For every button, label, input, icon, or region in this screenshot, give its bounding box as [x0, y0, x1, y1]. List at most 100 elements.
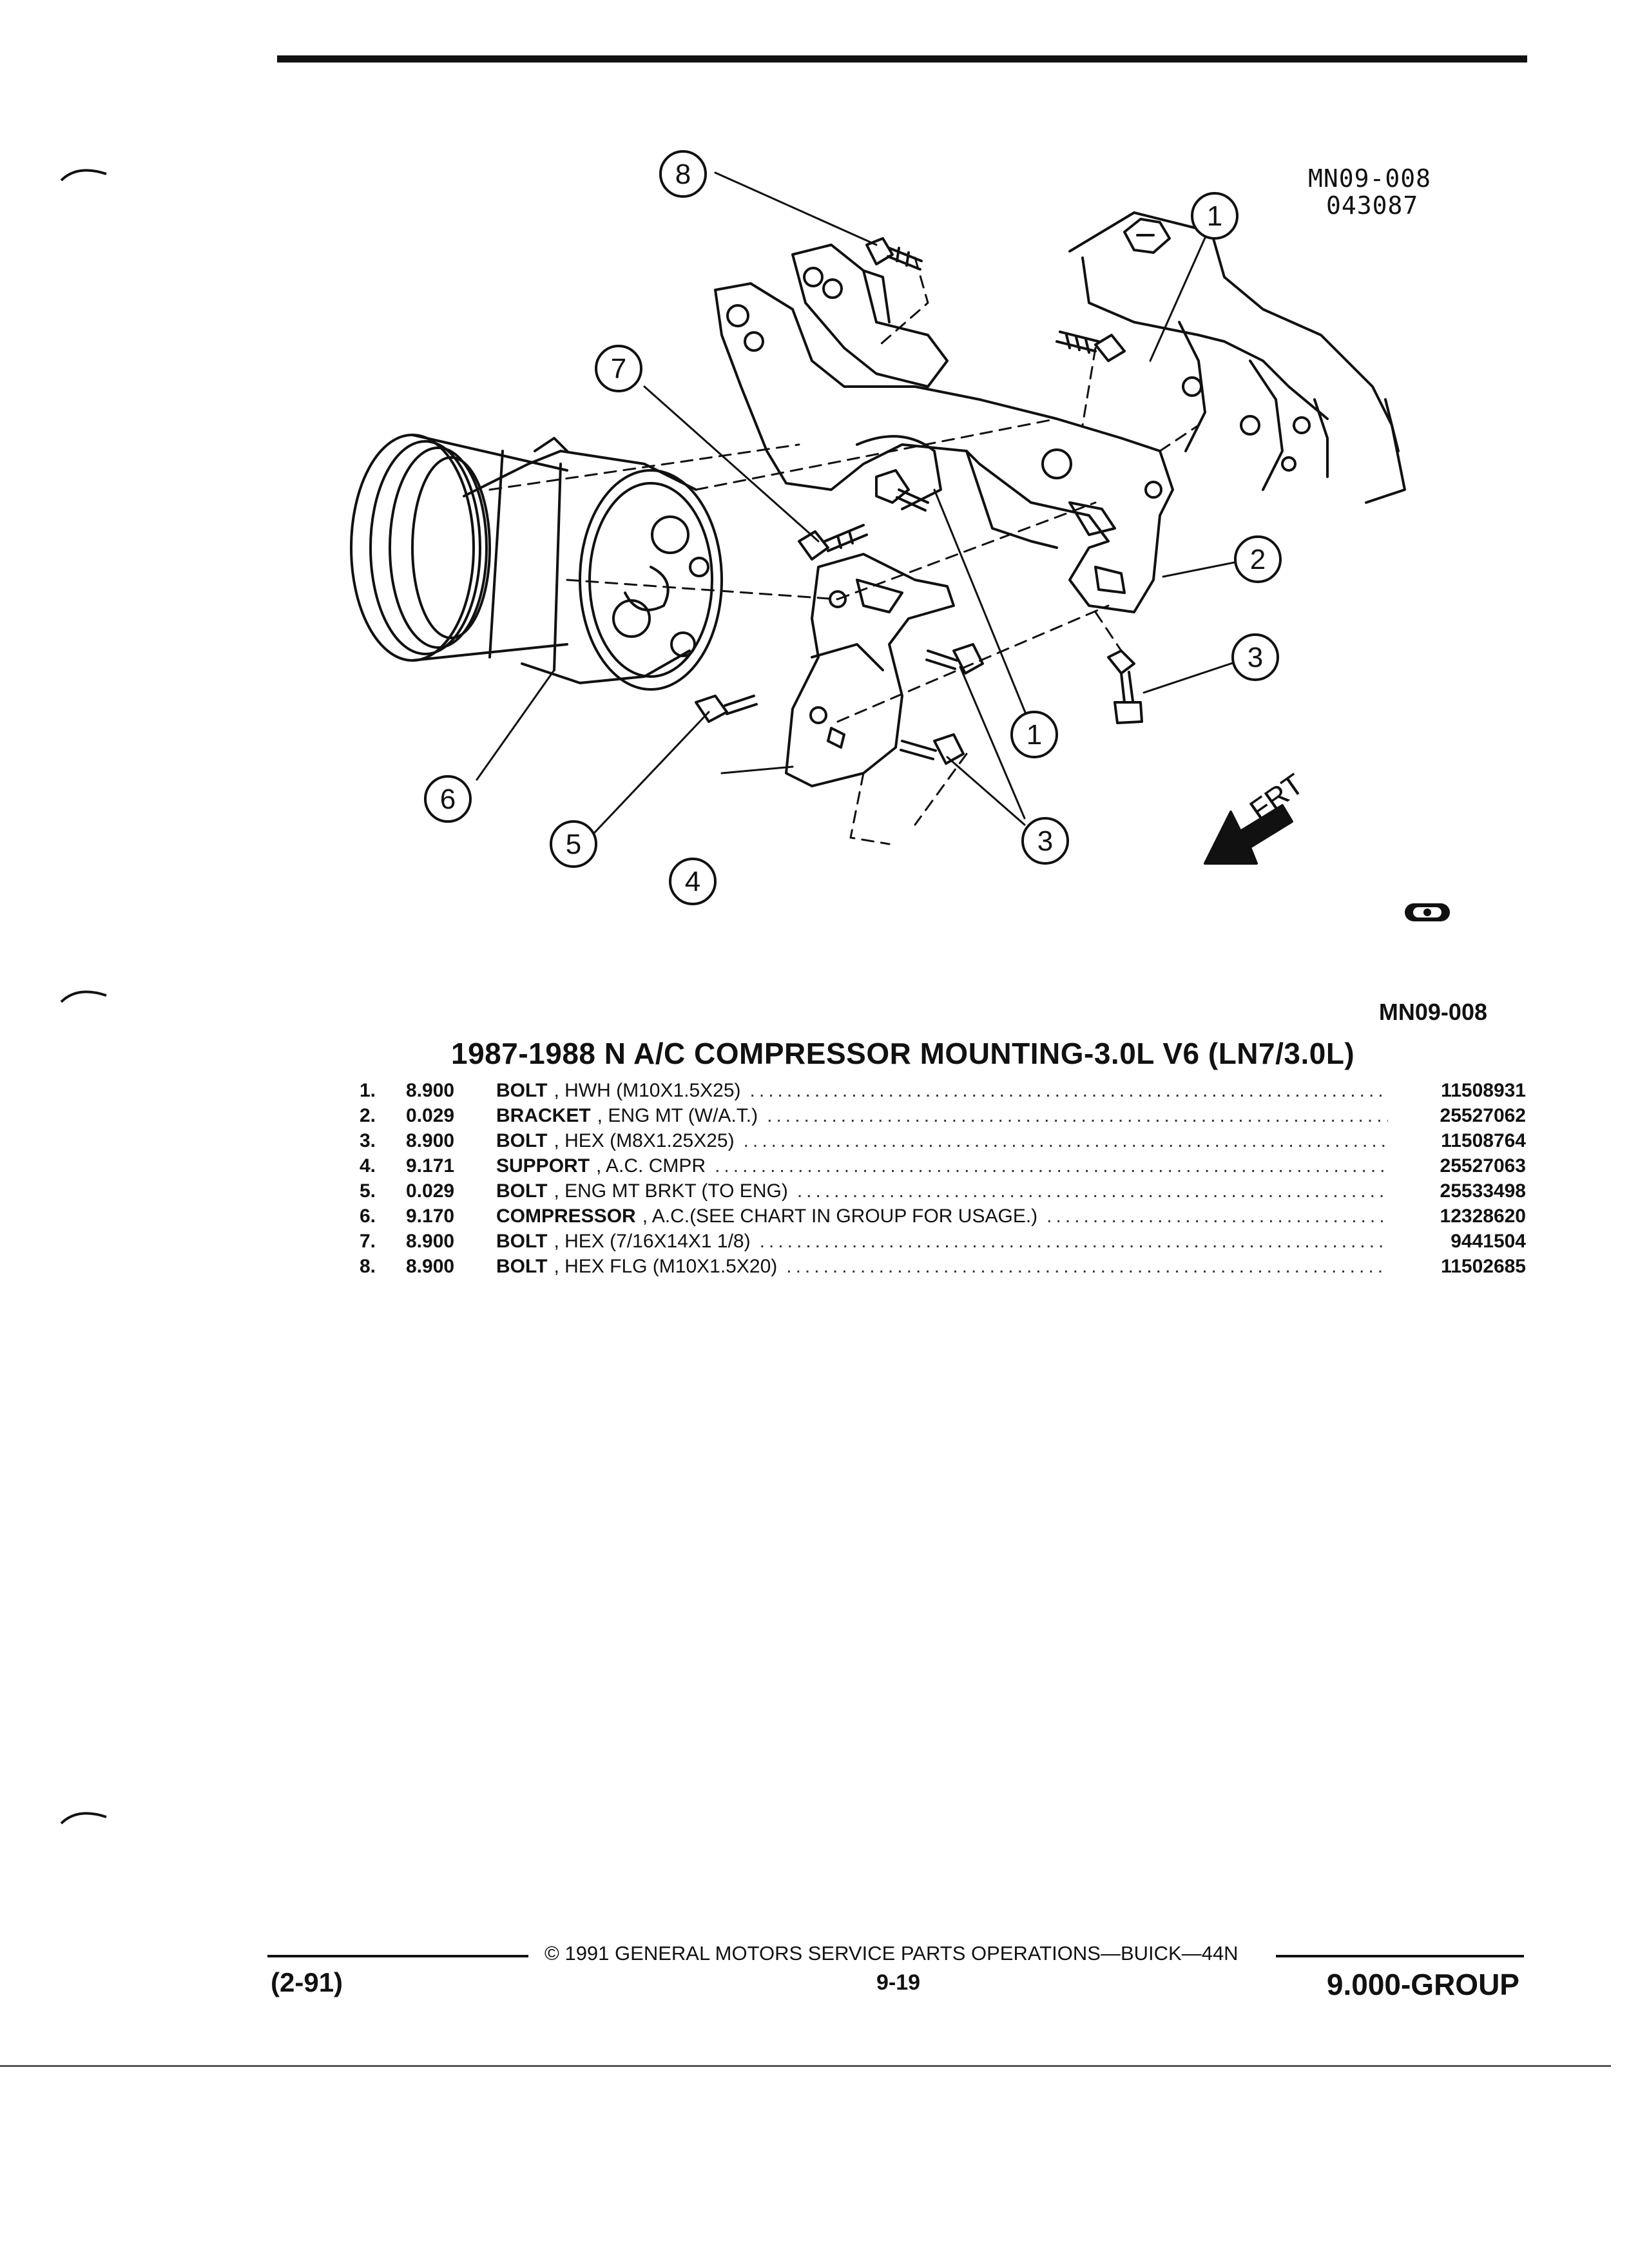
- item-number: 8.: [360, 1256, 376, 1277]
- leader-dots: [767, 1105, 1388, 1127]
- leader-dots: [744, 1130, 1388, 1152]
- group-label: 9.000-GROUP: [1326, 1968, 1519, 2001]
- part-description: , HEX (M8X1.25X25): [554, 1130, 735, 1151]
- figure-code: MN09-008 043087: [1308, 165, 1431, 219]
- bracket-upper: [791, 244, 949, 388]
- part-description: , ENG MT BRKT (TO ENG): [554, 1180, 788, 1202]
- engine-block-illustration: [1068, 211, 1406, 504]
- bottom-scan-rule: [0, 2065, 1611, 2067]
- figure-reference: MN09-008: [1378, 999, 1487, 1025]
- section-title: 1987-1988 N A/C COMPRESSOR MOUNTING-3.0L…: [451, 1037, 1355, 1070]
- group-code: 8.900: [406, 1256, 455, 1277]
- exploded-parts-diagram: 8 1 7 2 3 1 3 6 5 4 FRT: [350, 150, 1450, 921]
- bracket-2: [714, 282, 1174, 613]
- part-number: 25527063: [1440, 1155, 1526, 1177]
- copyright-notice: © 1991 GENERAL MOTORS SERVICE PARTS OPER…: [545, 1942, 1239, 1965]
- part-name: BOLT: [496, 1231, 548, 1252]
- group-code: 8.900: [406, 1080, 455, 1101]
- item-number: 5.: [360, 1180, 376, 1202]
- part-name: BOLT: [496, 1256, 548, 1277]
- group-code: 0.029: [406, 1105, 455, 1126]
- revision-date: (2-91): [271, 1967, 343, 1997]
- callout-5: [550, 820, 597, 868]
- leader-dots: [750, 1080, 1388, 1102]
- callout-6-label: 6: [440, 783, 456, 815]
- leader-dots: [715, 1155, 1388, 1177]
- part-row: 3. 8.900 BOLT , HEX (M8X1.25X25) 1150876…: [360, 1130, 1526, 1155]
- callout-5-label: 5: [566, 829, 581, 860]
- callout-1-lower: [1010, 711, 1058, 758]
- leader-dots: [760, 1231, 1388, 1253]
- part-number: 11508764: [1441, 1130, 1526, 1151]
- callout-8-label: 8: [675, 159, 691, 190]
- bolt-3-c: [1107, 649, 1143, 724]
- item-number: 4.: [360, 1155, 376, 1177]
- part-name: BRACKET: [496, 1105, 591, 1126]
- callout-2-label: 2: [1250, 544, 1266, 575]
- figure-code-line-2: 043087: [1326, 191, 1419, 220]
- part-name: COMPRESSOR: [496, 1206, 636, 1227]
- callout-8: [659, 150, 707, 198]
- leader-dots: [786, 1256, 1388, 1278]
- callout-4-label: 4: [685, 866, 700, 898]
- part-description: , HEX FLG (M10X1.5X20): [554, 1256, 778, 1277]
- part-description: , ENG MT (W/A.T.): [597, 1105, 758, 1126]
- part-row: 6. 9.170 COMPRESSOR , A.C.(SEE CHART IN …: [360, 1206, 1526, 1231]
- item-number: 7.: [360, 1231, 376, 1252]
- parts-list: 1. 8.900 BOLT , HWH (M10X1.5X25) 1150893…: [360, 1080, 1526, 1281]
- callout-3-lower: [1021, 817, 1069, 865]
- bolt-1-upper: [1055, 218, 1171, 362]
- group-code: 9.171: [406, 1155, 455, 1177]
- bolt-1-middle: [875, 469, 929, 512]
- support-4: [785, 553, 955, 787]
- bolt-7: [798, 524, 868, 561]
- part-number: 11508931: [1441, 1080, 1526, 1101]
- header-rule: [277, 55, 1527, 62]
- part-row: 1. 8.900 BOLT , HWH (M10X1.5X25) 1150893…: [360, 1080, 1526, 1105]
- item-number: 6.: [360, 1206, 376, 1227]
- figure-code-line-1: MN09-008: [1308, 164, 1432, 193]
- callout-3-right: [1231, 633, 1279, 681]
- part-number: 25527062: [1440, 1105, 1526, 1126]
- margin-mark: [60, 1812, 107, 1825]
- gm-logo-mark: [1405, 903, 1450, 921]
- page-number: 9-19: [876, 1970, 921, 1995]
- part-row: 5. 0.029 BOLT , ENG MT BRKT (TO ENG) 255…: [360, 1180, 1526, 1206]
- bolt-5: [695, 695, 758, 723]
- part-number: 11502685: [1441, 1256, 1526, 1277]
- callout-6: [424, 775, 472, 823]
- part-number: 9441504: [1451, 1231, 1526, 1252]
- part-description: , A.C.(SEE CHART IN GROUP FOR USAGE.): [642, 1206, 1038, 1227]
- group-code: 0.029: [406, 1180, 455, 1202]
- callout-3-right-label: 3: [1248, 642, 1263, 673]
- part-name: BOLT: [496, 1130, 548, 1151]
- leader-dots: [797, 1180, 1388, 1202]
- part-row: 2. 0.029 BRACKET , ENG MT (W/A.T.) 25527…: [360, 1105, 1526, 1130]
- part-name: BOLT: [496, 1180, 548, 1202]
- callout-1-upper: [1191, 192, 1239, 240]
- callout-1-upper-label: 1: [1207, 200, 1222, 232]
- callout-7: [595, 345, 642, 392]
- callout-1-lower-label: 1: [1027, 719, 1042, 751]
- group-code: 8.900: [406, 1130, 455, 1151]
- part-name: SUPPORT: [496, 1155, 590, 1177]
- leader-dots: [1046, 1206, 1388, 1227]
- item-number: 3.: [360, 1130, 376, 1151]
- compressor-6: [350, 434, 723, 691]
- part-row: 7. 8.900 BOLT , HEX (7/16X14X1 1/8) 9441…: [360, 1231, 1526, 1256]
- group-code: 8.900: [406, 1231, 455, 1252]
- group-code: 9.170: [406, 1206, 455, 1227]
- bolt-3-a: [925, 643, 984, 675]
- callout-3-lower-label: 3: [1037, 825, 1053, 857]
- callout-2: [1234, 535, 1282, 583]
- item-number: 2.: [360, 1105, 376, 1126]
- part-row: 8. 8.900 BOLT , HEX FLG (M10X1.5X20) 115…: [360, 1256, 1526, 1281]
- bolt-8: [865, 237, 923, 271]
- margin-mark: [60, 990, 107, 1003]
- part-description: , HEX (7/16X14X1 1/8): [554, 1231, 751, 1252]
- item-number: 1.: [360, 1080, 376, 1101]
- footer-rule-left: [267, 1955, 528, 1957]
- bolt-3-b: [900, 733, 965, 765]
- footer-rule-right: [1276, 1955, 1524, 1957]
- part-name: BOLT: [496, 1080, 548, 1101]
